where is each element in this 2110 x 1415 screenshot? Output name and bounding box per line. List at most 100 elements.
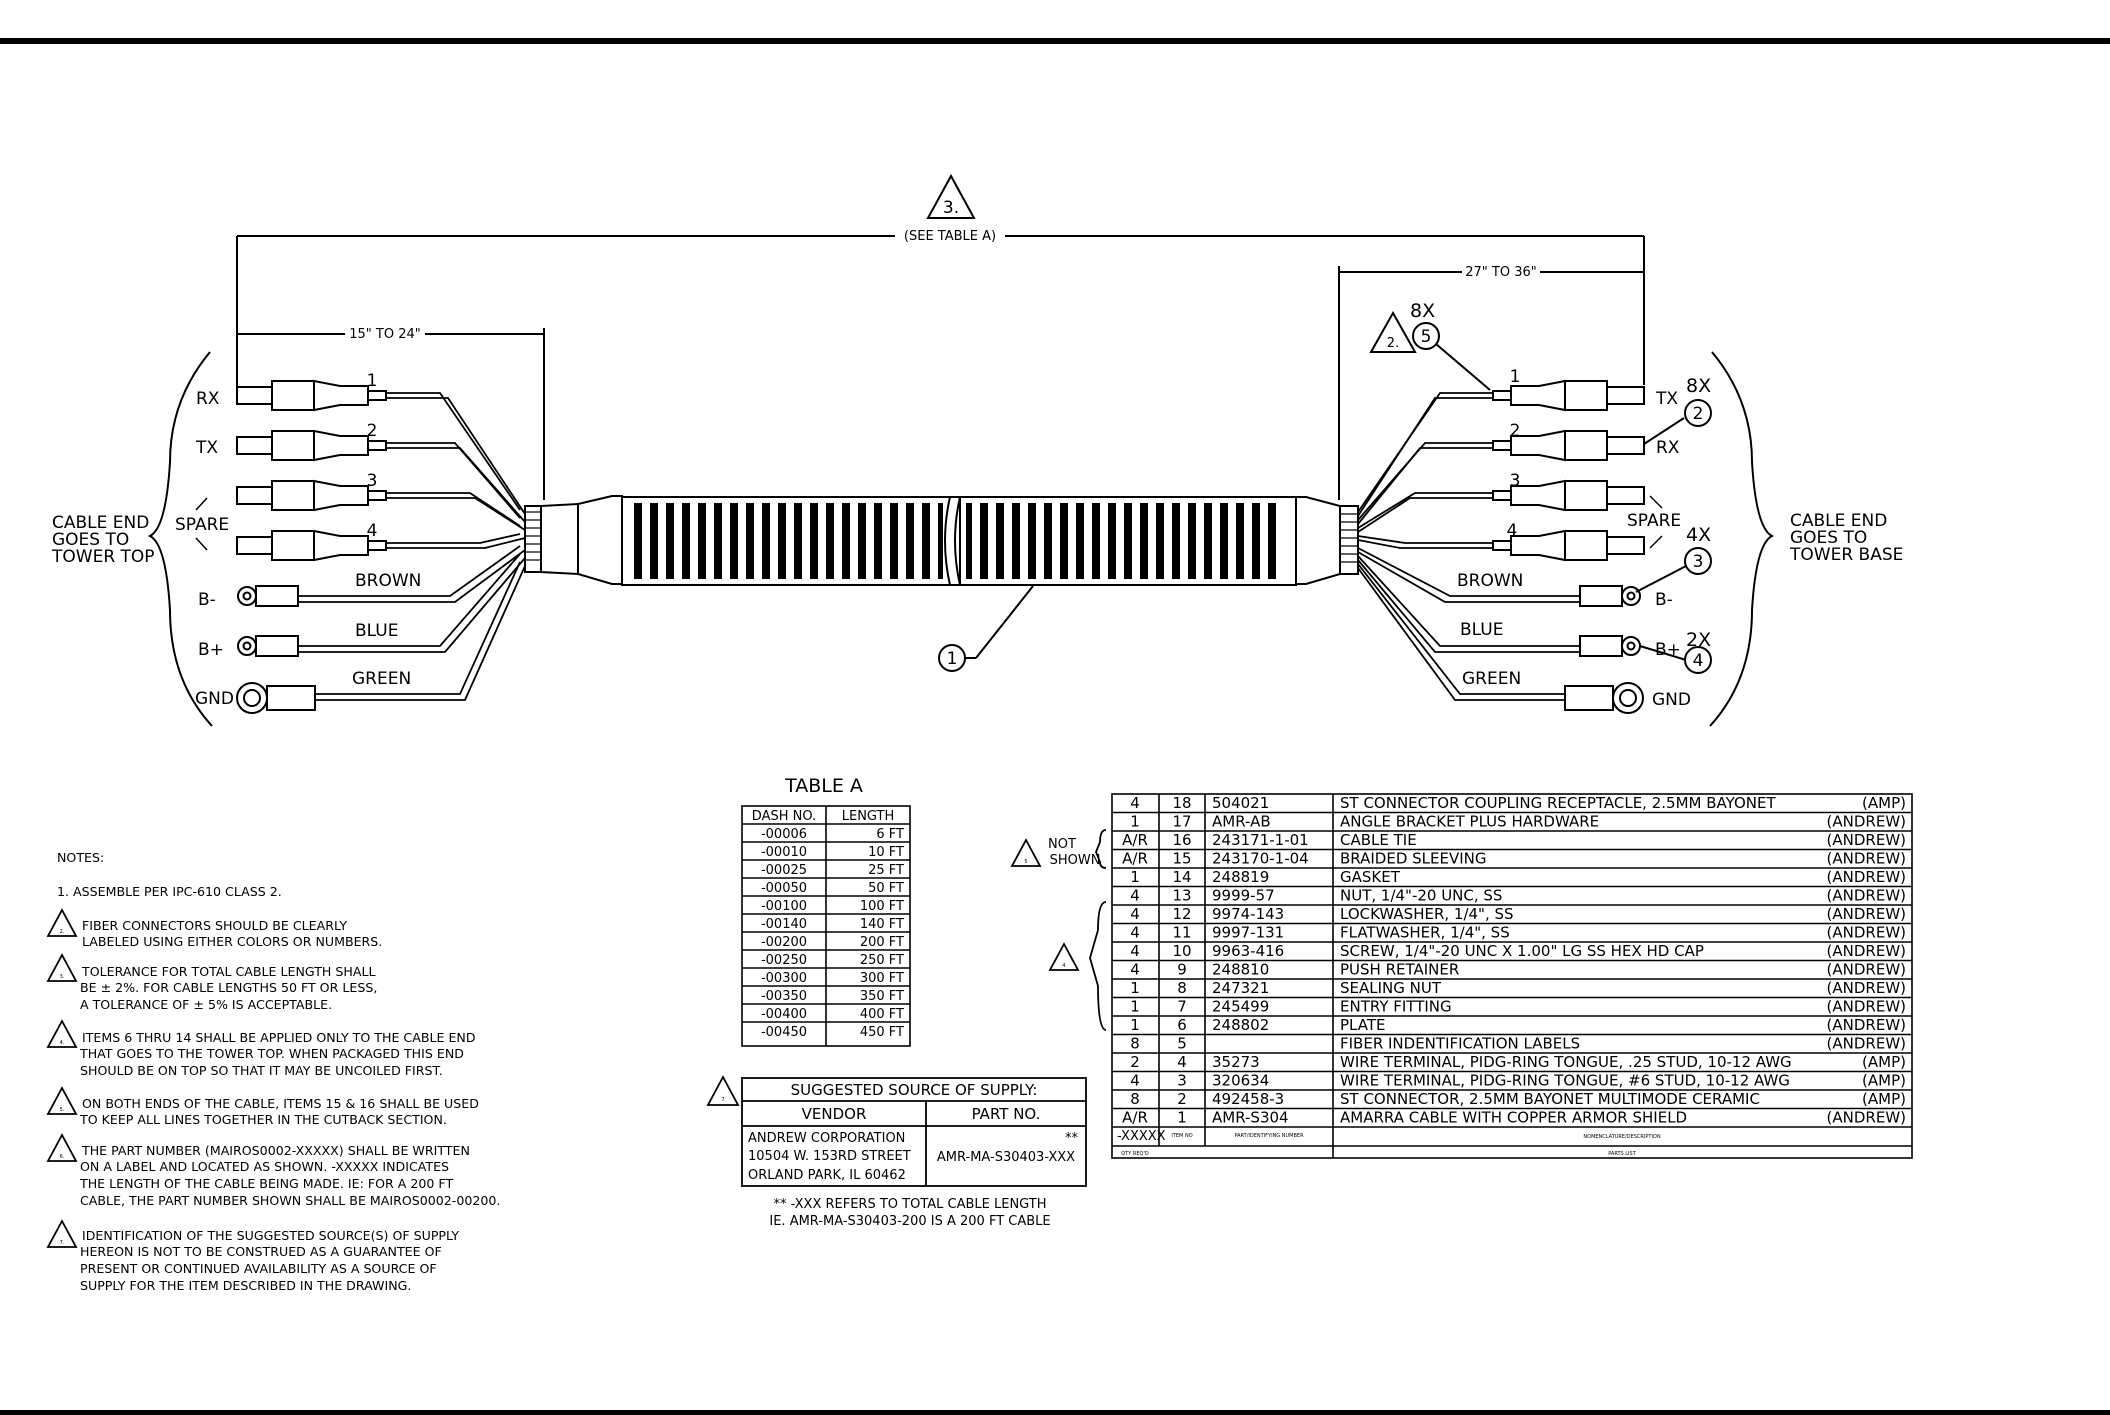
right-fiber-2-num: 2	[1510, 421, 1521, 441]
right-fiber-1-num: 1	[1510, 367, 1521, 387]
table-a-dash-cell: -00400	[761, 1007, 807, 1022]
parts-qty-cell: 4	[1130, 961, 1140, 979]
table-a-length-cell: 250 FT	[860, 953, 904, 968]
left-spare-ticks	[195, 497, 208, 551]
table-a-length-cell: 400 FT	[860, 1007, 904, 1022]
item-4-callout	[1639, 645, 1712, 674]
right-signal-spare: SPARE	[1627, 511, 1681, 531]
table-a-length-cell: 100 FT	[860, 899, 904, 914]
left-bundle-lines	[525, 511, 541, 561]
table-a-length-cell: 140 FT	[860, 917, 904, 932]
note-4-line-3: SHOULD BE ON TOP SO THAT IT MAY BE UNCOI…	[80, 1063, 443, 1078]
item-5-callout	[1369, 310, 1491, 391]
table-a-length-cell: 450 FT	[860, 1025, 904, 1040]
parts-item-cell: 2	[1177, 1090, 1187, 1108]
parts-description-cell: PLATE	[1340, 1016, 1385, 1034]
parts-flag-4: 4	[1062, 963, 1065, 969]
parts-description-cell: ST CONNECTOR COUPLING RECEPTACLE, 2.5MM …	[1340, 794, 1776, 812]
item-1-number: 1	[947, 649, 958, 669]
parts-qty-cell: 4	[1130, 794, 1140, 812]
note-6-line-3: THE LENGTH OF THE CABLE BEING MADE. IE: …	[79, 1176, 453, 1191]
parts-qty-cell: 8	[1130, 1035, 1140, 1053]
parts-number-cell: 245499	[1212, 998, 1269, 1016]
parts-qty-cell: 4	[1130, 1072, 1140, 1090]
left-breakout-label: 15" TO 24"	[349, 327, 420, 342]
supply-part-no: AMR-MA-S30403-XXX	[937, 1150, 1075, 1165]
parts-number-cell: 243171-1-01	[1212, 831, 1309, 849]
parts-vendor-cell: (ANDREW)	[1827, 887, 1906, 905]
table-a-dash-cell: -00050	[761, 881, 807, 896]
right-spare-ticks	[1649, 495, 1663, 549]
left-end-title-2: GOES TO	[52, 530, 129, 550]
right-fiber-3-num: 3	[1510, 471, 1521, 491]
supply-flag: 7	[721, 1097, 724, 1103]
left-end-braces	[147, 351, 213, 727]
right-signal-bminus: B-	[1655, 590, 1673, 610]
table-a-dash-cell: -00100	[761, 899, 807, 914]
right-ring-terminals	[1564, 585, 1644, 714]
parts-number-cell: 504021	[1212, 794, 1269, 812]
table-a-dash-cell: -00140	[761, 917, 807, 932]
parts-vendor-cell: (ANDREW)	[1827, 813, 1906, 831]
parts-description-cell: BRAIDED SLEEVING	[1340, 850, 1487, 868]
parts-qty-cell: 1	[1130, 868, 1140, 886]
parts-qty-cell: 1	[1130, 979, 1140, 997]
item-2-callout	[1643, 399, 1712, 445]
parts-qty-cell: A/R	[1122, 831, 1148, 849]
supply-part-mark: **	[1065, 1131, 1079, 1146]
parts-item-cell: 15	[1172, 850, 1191, 868]
right-signal-bplus: B+	[1655, 640, 1681, 660]
parts-description-cell: SEALING NUT	[1340, 979, 1442, 997]
parts-vendor-cell: (AMP)	[1862, 794, 1906, 812]
item-4-number: 4	[1693, 651, 1704, 671]
parts-number-cell: 9974-143	[1212, 905, 1284, 923]
note-7-line-1: IDENTIFICATION OF THE SUGGESTED SOURCE(S…	[82, 1228, 459, 1243]
note-2-flag: 2.	[60, 929, 65, 935]
note-3-line-1: TOLERANCE FOR TOTAL CABLE LENGTH SHALL	[81, 964, 375, 979]
parts-item-cell: 16	[1172, 831, 1191, 849]
note-7-line-2: HEREON IS NOT TO BE CONSTRUED AS A GUARA…	[80, 1244, 442, 1259]
item-3-callout	[1635, 547, 1712, 593]
parts-header-item: ITEM NO	[1171, 1133, 1192, 1139]
parts-number-cell: 35273	[1212, 1053, 1260, 1071]
table-a-dash-cell: -00006	[761, 827, 807, 842]
left-signal-bplus: B+	[198, 640, 224, 660]
notes-title: NOTES:	[57, 850, 104, 865]
parts-dash-row: -XXXXX	[1117, 1129, 1166, 1144]
supply-footnote-1: ** -XXX REFERS TO TOTAL CABLE LENGTH	[773, 1197, 1046, 1212]
parts-description-cell: CABLE TIE	[1340, 831, 1417, 849]
top-border	[0, 38, 2110, 44]
overall-dimension	[236, 173, 1645, 390]
note-7-line-3: PRESENT OR CONTINUED AVAILABILITY AS A S…	[80, 1261, 437, 1276]
note-5-line-1: ON BOTH ENDS OF THE CABLE, ITEMS 15 & 16…	[82, 1096, 479, 1111]
right-wires	[1357, 392, 1580, 701]
not-shown-line-2: SHOWN	[1050, 853, 1101, 868]
parts-item-cell: 18	[1172, 794, 1191, 812]
parts-number-cell: 243170-1-04	[1212, 850, 1309, 868]
supply-vendor-line-1: ANDREW CORPORATION	[748, 1131, 905, 1146]
parts-vendor-cell: (AMP)	[1862, 1072, 1906, 1090]
parts-vendor-cell: (ANDREW)	[1827, 1035, 1906, 1053]
parts-qty-cell: 1	[1130, 813, 1140, 831]
parts-item-cell: 9	[1177, 961, 1187, 979]
left-ring-terminals	[236, 585, 316, 714]
parts-header-nomenclature: NOMENCLATURE/DESCRIPTION	[1583, 1134, 1660, 1140]
note-3-flag: 3.	[60, 974, 65, 980]
left-end-title-1: CABLE END	[52, 513, 149, 533]
parts-item-cell: 13	[1172, 887, 1191, 905]
table-a-length-cell: 10 FT	[868, 845, 904, 860]
left-breakout-dimension	[237, 328, 545, 500]
right-end-braces	[1709, 351, 1775, 727]
left-wire-bundle	[524, 505, 542, 573]
parts-flag-5: 5	[1024, 859, 1027, 865]
note-1: 1. ASSEMBLE PER IPC-610 CLASS 2.	[57, 884, 282, 899]
left-signal-bminus: B-	[198, 590, 216, 610]
item-2-qty: 8X	[1686, 375, 1711, 397]
parts-description-cell: FIBER INDENTIFICATION LABELS	[1340, 1035, 1580, 1053]
parts-qty-cell: 4	[1130, 924, 1140, 942]
parts-qty-cell: 8	[1130, 1090, 1140, 1108]
parts-item-cell: 3	[1177, 1072, 1187, 1090]
left-wire-brown: BROWN	[355, 571, 421, 591]
parts-description-cell: FLATWASHER, 1/4", SS	[1340, 924, 1510, 942]
left-signal-gnd: GND	[195, 689, 234, 709]
